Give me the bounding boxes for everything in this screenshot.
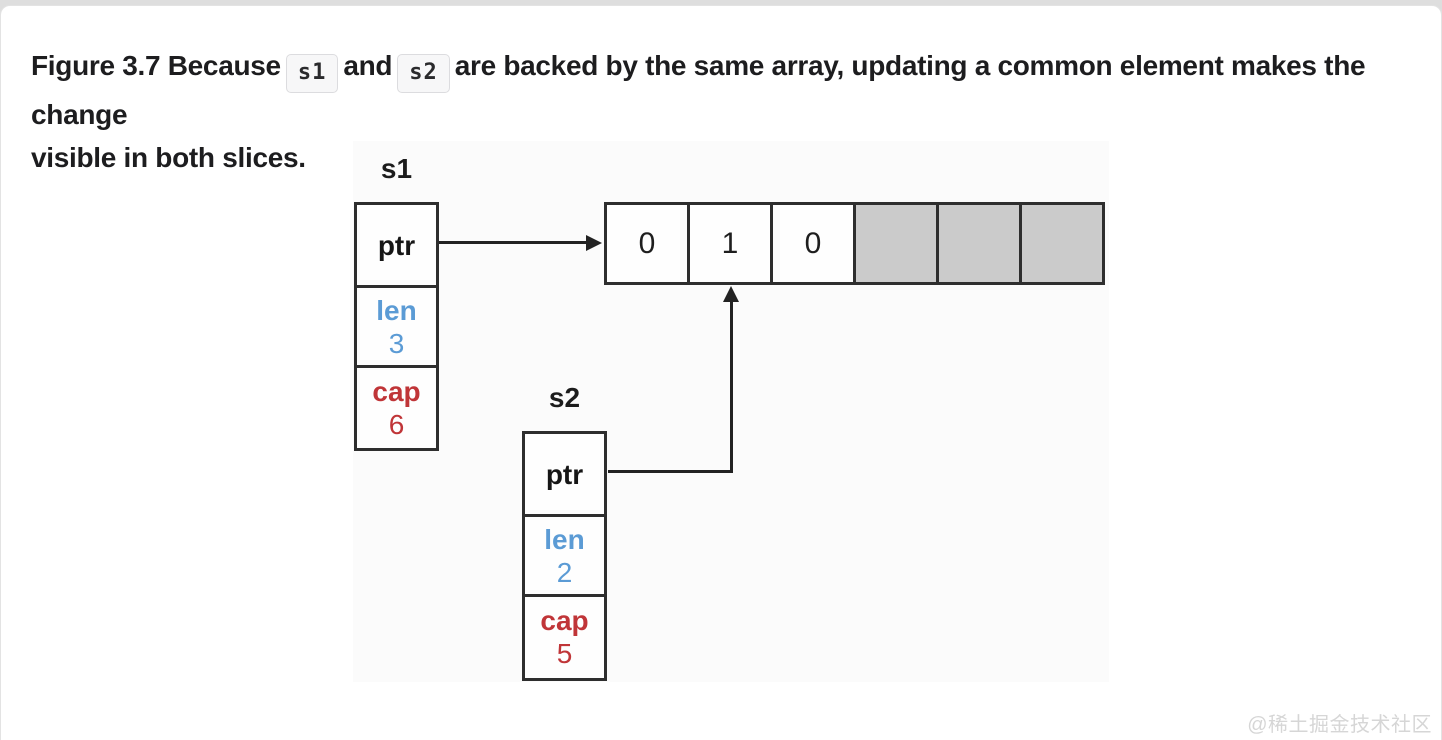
s2-ptr-label: ptr [545, 458, 584, 490]
slice-diagram: s1 ptr len 3 cap 6 0 1 0 s2 [353, 141, 1109, 682]
array-cell-5-unused [1019, 205, 1102, 282]
s2-label: s2 [548, 382, 581, 413]
s1-ptr-cell: ptr [357, 205, 436, 285]
s2-cap-label: cap [540, 605, 589, 636]
s2-len-cell: len 2 [525, 514, 604, 594]
s1-ptr-arrowhead-icon [586, 235, 602, 251]
caption-text-before: Figure 3.7 Because [31, 50, 281, 81]
array-cell-0: 0 [607, 205, 687, 282]
array-cell-3-unused [853, 205, 936, 282]
s1-cap-value: 6 [388, 409, 405, 440]
s2-ptr-cell: ptr [525, 434, 604, 514]
array-cell-2: 0 [770, 205, 853, 282]
watermark: @稀土掘金技术社区 [1247, 714, 1432, 736]
s1-cap-cell: cap 6 [357, 365, 436, 448]
s2-struct-box: ptr len 2 cap 5 [522, 431, 607, 681]
inline-code-s2: s2 [397, 54, 450, 93]
s1-len-value: 3 [388, 327, 405, 359]
s1-len-label: len [376, 294, 417, 326]
backing-array: 0 1 0 [604, 202, 1105, 285]
caption-text-between: and [343, 50, 393, 81]
s1-len-cell: len 3 [357, 285, 436, 365]
s1-label: s1 [380, 153, 413, 184]
inline-code-s1: s1 [285, 54, 339, 93]
caption-text-after: are backed by the same array, updating a… [31, 50, 1366, 130]
s1-ptr-label: ptr [377, 229, 416, 261]
s2-len-value: 2 [556, 556, 573, 588]
s2-ptr-arrowhead-icon [723, 286, 739, 302]
s2-len-label: len [544, 523, 585, 555]
caption-text-line2: visible in both slices. [31, 141, 306, 173]
s1-struct-box: ptr len 3 cap 6 [354, 202, 439, 451]
array-cell-4-unused [936, 205, 1019, 282]
s2-ptr-arrow-vertical-line [730, 301, 733, 473]
s2-cap-cell: cap 5 [525, 594, 604, 677]
s1-cap-label: cap [372, 376, 421, 407]
s2-cap-value: 5 [556, 638, 573, 669]
s2-ptr-arrow-horizontal-line [608, 470, 732, 473]
s1-ptr-arrow-line [439, 241, 587, 244]
array-cell-1: 1 [687, 205, 770, 282]
